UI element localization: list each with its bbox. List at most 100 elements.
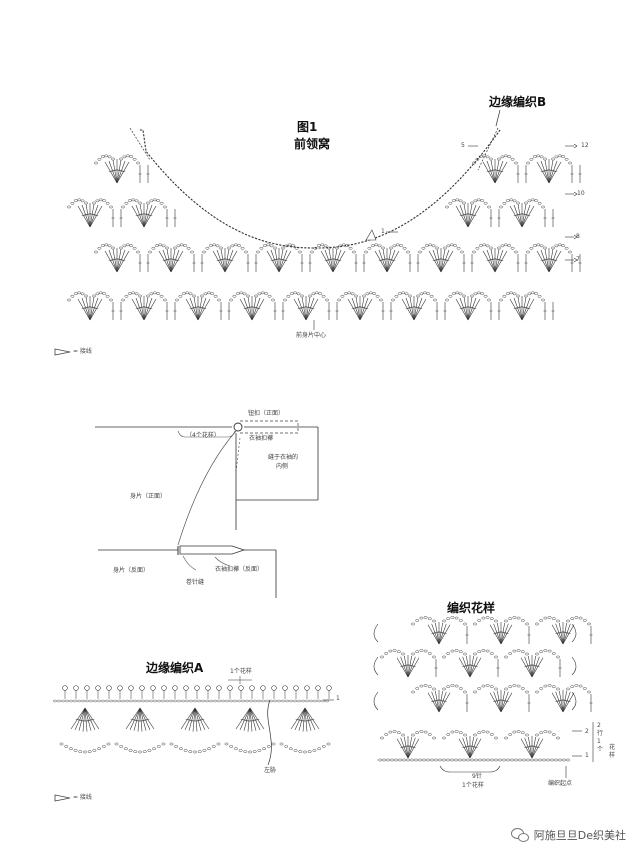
chain-arc bbox=[224, 742, 276, 754]
picot bbox=[62, 685, 68, 691]
chain bbox=[377, 758, 383, 762]
chain bbox=[200, 699, 205, 703]
chain-arc bbox=[445, 291, 466, 302]
chain-arc bbox=[391, 291, 412, 302]
picot bbox=[205, 685, 211, 691]
chain bbox=[108, 699, 113, 703]
chain bbox=[541, 758, 547, 762]
stitch-fan bbox=[158, 248, 184, 273]
chain bbox=[64, 699, 69, 703]
chain bbox=[92, 699, 97, 703]
chain bbox=[301, 699, 306, 703]
patterns-label: （4个花样） bbox=[186, 432, 220, 439]
stitch-fan bbox=[185, 296, 211, 321]
chain-arc bbox=[337, 291, 358, 302]
stitch-pattern-title: 编织花样 bbox=[447, 601, 496, 615]
stitch-fan bbox=[70, 707, 100, 732]
chain bbox=[176, 699, 181, 703]
picot bbox=[227, 685, 233, 691]
chain-arc bbox=[497, 154, 518, 165]
chain-arc bbox=[472, 154, 493, 165]
chain-arc bbox=[229, 291, 250, 302]
chain-arc bbox=[526, 154, 547, 165]
chain bbox=[220, 699, 225, 703]
stitch-fan bbox=[293, 296, 319, 321]
chain bbox=[136, 699, 141, 703]
chain bbox=[505, 758, 511, 762]
edging-a-legend: = 接线 bbox=[73, 794, 92, 801]
chain-arc bbox=[380, 730, 405, 740]
join-symbol-icon bbox=[54, 794, 71, 802]
picot bbox=[326, 685, 332, 691]
stitch-fan bbox=[458, 655, 482, 678]
chain-arc bbox=[566, 616, 591, 626]
chain-arc bbox=[411, 616, 436, 626]
chain-arc bbox=[504, 684, 529, 694]
chain bbox=[120, 699, 125, 703]
stitch-fan bbox=[455, 296, 481, 321]
chain-arc bbox=[566, 684, 591, 694]
chain bbox=[413, 758, 419, 762]
wechat-icon bbox=[510, 828, 529, 842]
edging-a-row-marker: 1 bbox=[336, 695, 340, 702]
chain bbox=[457, 758, 463, 762]
stitch-fan bbox=[290, 707, 320, 732]
picot bbox=[128, 685, 134, 691]
left-edge bbox=[129, 127, 151, 161]
repeat-v-label-2: 花样 bbox=[609, 744, 616, 759]
chain-arc bbox=[119, 154, 140, 165]
stitch-fan bbox=[396, 736, 420, 759]
chain bbox=[565, 758, 571, 762]
chain bbox=[100, 699, 105, 703]
chain bbox=[281, 699, 286, 703]
chain-arc bbox=[416, 291, 437, 302]
turning-loop bbox=[373, 623, 379, 643]
chain-arc bbox=[59, 742, 111, 754]
stitch-fan bbox=[104, 248, 130, 273]
picot bbox=[216, 685, 222, 691]
chain-arc bbox=[380, 649, 405, 659]
turning-loop bbox=[373, 691, 379, 711]
button-label: 钮扣（正面） bbox=[248, 410, 285, 417]
chain-arc bbox=[535, 616, 560, 626]
chain bbox=[116, 699, 121, 703]
stitch-fan bbox=[536, 159, 562, 184]
stitch-fan bbox=[320, 248, 346, 273]
stitch-fan bbox=[212, 248, 238, 273]
stitch-fan bbox=[235, 707, 265, 732]
stitch-fan bbox=[239, 296, 265, 321]
chain bbox=[144, 699, 149, 703]
picot bbox=[183, 685, 189, 691]
chain-arc bbox=[473, 649, 498, 659]
chain bbox=[188, 699, 193, 703]
join-symbol-icon bbox=[54, 348, 71, 356]
chain bbox=[453, 758, 459, 762]
stitch-fan bbox=[455, 203, 481, 228]
chain bbox=[148, 699, 153, 703]
chain bbox=[124, 699, 129, 703]
chain bbox=[317, 699, 322, 703]
chain bbox=[477, 758, 483, 762]
stitch-fan bbox=[520, 655, 544, 678]
chain-arc bbox=[121, 291, 142, 302]
chain bbox=[305, 699, 310, 703]
chain bbox=[461, 758, 467, 762]
chain bbox=[425, 758, 431, 762]
picot bbox=[293, 685, 299, 691]
picot bbox=[271, 685, 277, 691]
chain bbox=[517, 758, 523, 762]
chain-arc bbox=[279, 742, 331, 754]
chain bbox=[441, 758, 447, 762]
chain-arc bbox=[94, 154, 115, 165]
row-mark-2: 2 bbox=[585, 728, 589, 735]
stitch-fan bbox=[347, 296, 373, 321]
chain bbox=[409, 758, 415, 762]
chain-arc bbox=[442, 616, 467, 626]
neckline-edging-b bbox=[140, 129, 501, 249]
picot bbox=[161, 685, 167, 691]
picot bbox=[194, 685, 200, 691]
chain bbox=[236, 699, 241, 703]
chain bbox=[437, 758, 443, 762]
stitch-fan bbox=[396, 655, 420, 678]
watermark-text: 阿施旦旦De织美社 bbox=[533, 829, 626, 842]
